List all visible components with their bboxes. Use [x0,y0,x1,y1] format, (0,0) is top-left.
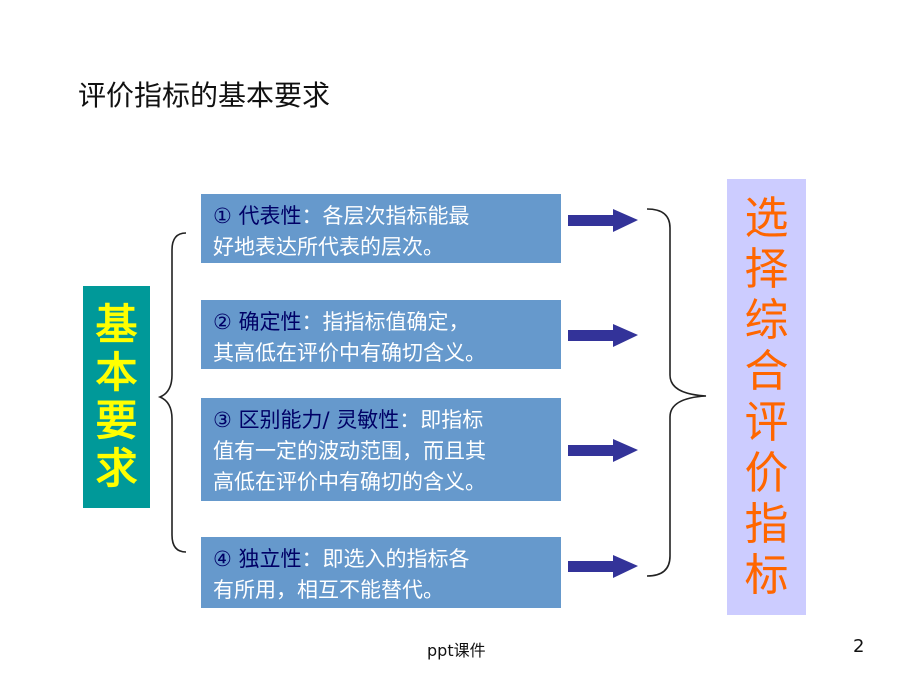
right-label-char: 指 [744,499,789,550]
requirement-item: ④ 独立性：即选入的指标各 有所用，相互不能替代。 [201,537,561,608]
right-label-char: 价 [744,448,789,499]
right-label-char: 评 [744,397,789,448]
item-keyword: 确定性 [238,310,302,334]
requirement-item: ③ 区别能力/ 灵敏性：即指标 值有一定的波动范围，而且其 高低在评价中有确切的… [201,398,561,501]
item-text: 即指标 [420,408,484,432]
right-label-char: 合 [744,346,789,397]
item-separator: ： [301,310,323,334]
item-line: ③ 区别能力/ 灵敏性：即指标 [213,405,551,436]
item-line: ② 确定性：指指标值确定， [213,307,551,338]
right-label-char: 综 [744,295,789,346]
item-line: 高低在评价中有确切的含义。 [213,470,486,494]
item-line: ④ 独立性：即选入的指标各 [213,544,551,575]
page-title: 评价指标的基本要求 [78,79,331,112]
select-indicators-label: 选 择 综 合 评 价 指 标 [727,179,806,615]
arrow-icon [568,555,638,578]
item-keyword: 代表性 [238,204,302,228]
item-line: 其高低在评价中有确切含义。 [213,341,486,365]
item-keyword: 独立性 [238,547,302,571]
item-line: 值有一定的波动范围，而且其 [213,439,486,463]
requirement-item: ② 确定性：指指标值确定， 其高低在评价中有确切含义。 [201,300,561,369]
item-text: 各层次指标能最 [322,204,470,228]
left-brace [157,232,187,553]
left-label-char: 基 [95,300,138,349]
item-line: ① 代表性：各层次指标能最 [213,201,551,232]
item-number: ③ [213,408,232,432]
item-text: 指指标值确定， [322,310,470,334]
item-number: ① [213,204,232,228]
left-label-char: 本 [95,348,138,397]
item-number: ② [213,310,232,334]
item-separator: ： [301,547,323,571]
arrow-icon [568,439,638,462]
item-number: ④ [213,547,232,571]
item-keyword: 区别能力/ 灵敏性 [238,408,400,432]
item-line: 好地表达所代表的层次。 [213,235,444,259]
arrow-icon [568,209,638,232]
item-separator: ： [399,408,421,432]
item-text: 即选入的指标各 [322,547,470,571]
requirement-item: ① 代表性：各层次指标能最 好地表达所代表的层次。 [201,194,561,263]
right-label-char: 标 [744,550,789,601]
item-separator: ： [301,204,323,228]
page-number: 2 [853,636,865,657]
right-brace [646,208,707,577]
right-label-char: 择 [744,244,789,295]
left-label-char: 要 [95,396,138,445]
left-label-char: 求 [95,444,138,493]
item-line: 有所用，相互不能替代。 [213,578,444,602]
arrow-icon [568,324,638,347]
footer-text: ppt课件 [427,641,486,660]
right-label-char: 选 [744,193,789,244]
basic-requirements-label: 基 本 要 求 [83,286,150,508]
